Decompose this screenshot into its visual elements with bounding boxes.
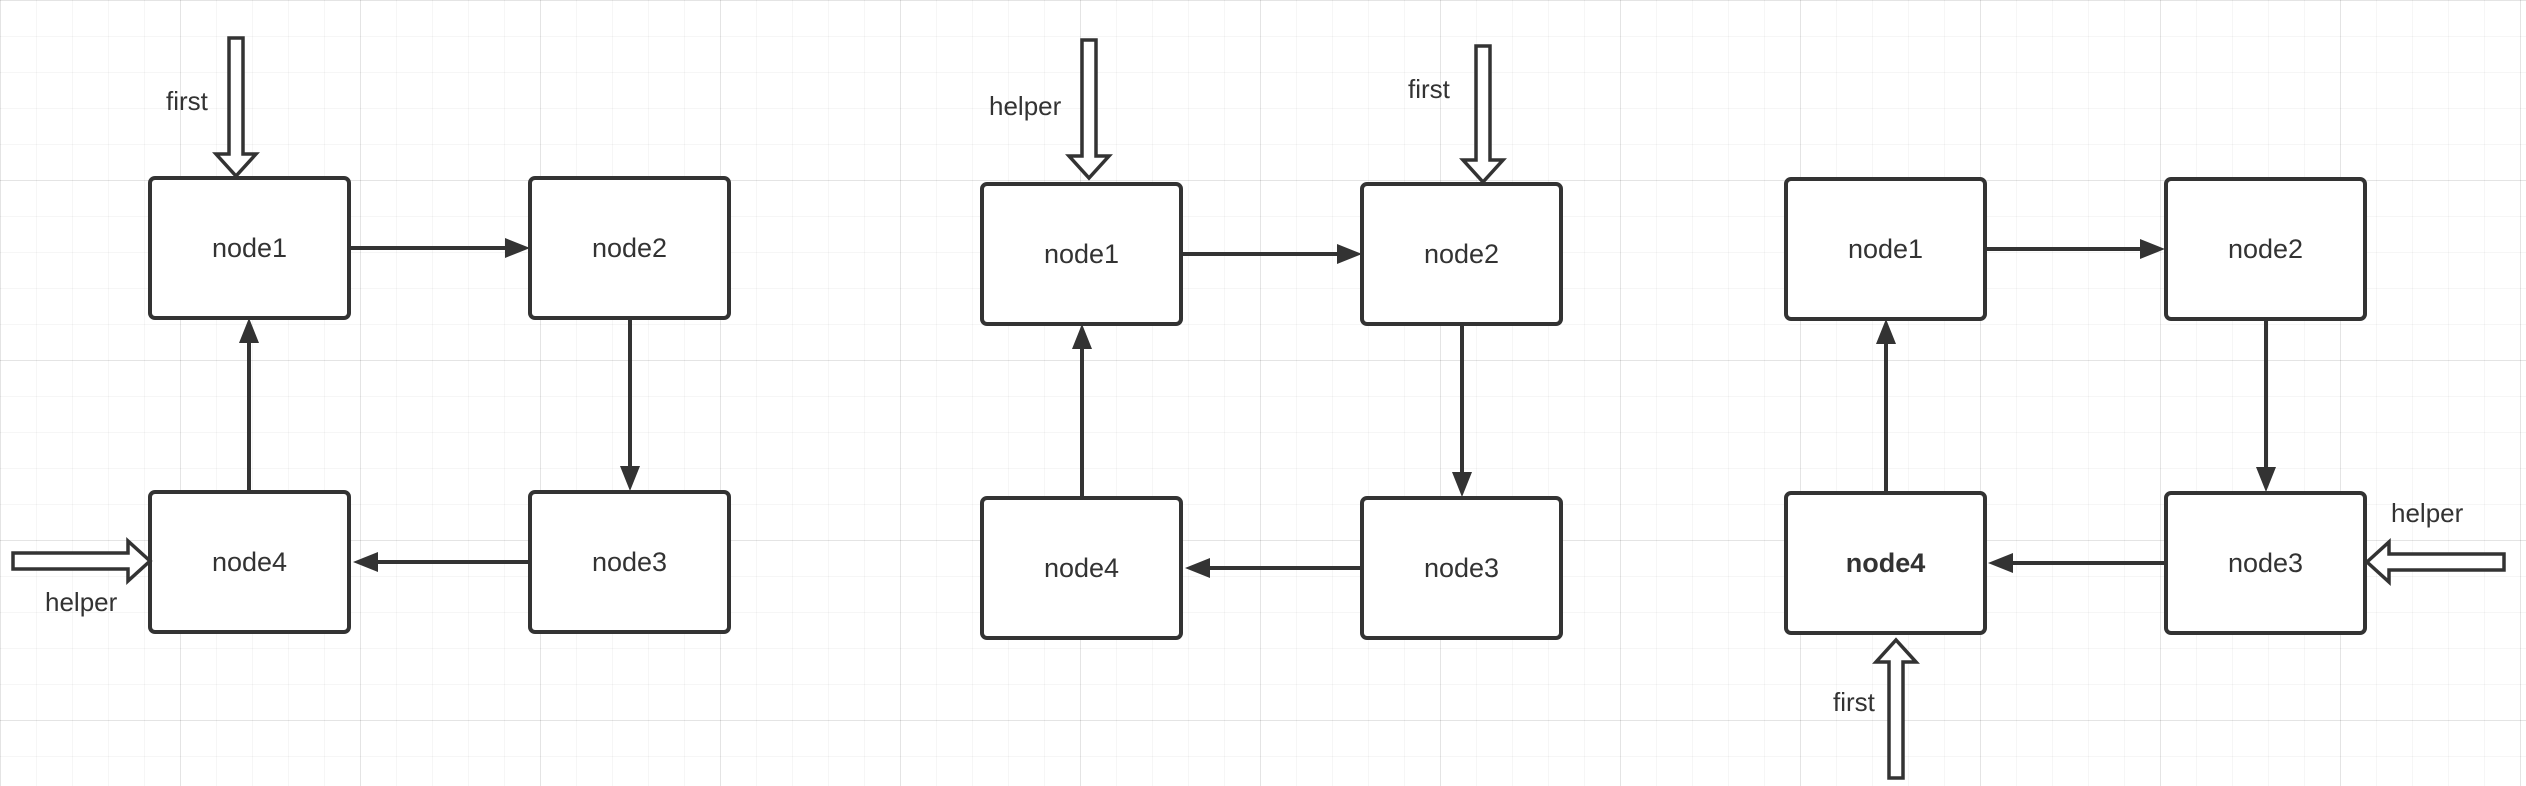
diagram-3: node1 node2 node3 node4 helper first <box>1784 177 2506 780</box>
first-pointer-label: first <box>1408 74 1451 104</box>
node-label: node1 <box>1044 239 1119 269</box>
node-label: node3 <box>592 547 667 577</box>
node-box: node3 <box>528 490 731 634</box>
arrowhead <box>1185 558 1210 578</box>
node-box: node3 <box>2164 491 2367 635</box>
arrowhead <box>2140 239 2165 259</box>
first-pointer-arrow <box>1872 637 1920 780</box>
arrowhead <box>1337 244 1362 264</box>
first-pointer-label: first <box>166 86 209 116</box>
node-label: node1 <box>1848 234 1923 264</box>
node-box: node4 <box>980 496 1183 640</box>
node-label: node1 <box>212 233 287 263</box>
node-label: node2 <box>1424 239 1499 269</box>
arrowhead <box>1072 324 1092 349</box>
node-box: node1 <box>1784 177 1987 321</box>
node-box: node2 <box>1360 182 1563 326</box>
helper-pointer-arrow <box>2364 538 2506 586</box>
first-pointer-arrow <box>212 36 260 179</box>
arrowhead <box>1988 553 2013 573</box>
arrowhead <box>2256 467 2276 492</box>
arrowhead <box>1452 472 1472 497</box>
first-pointer-arrow <box>1459 44 1507 185</box>
node-label: node4 <box>212 547 287 577</box>
node-label: node2 <box>592 233 667 263</box>
arrowhead <box>1876 319 1896 344</box>
node-box: node4 <box>148 490 351 634</box>
arrowhead <box>620 466 640 491</box>
arrowhead <box>505 238 530 258</box>
node-box: node2 <box>2164 177 2367 321</box>
diagram-1: node1 node2 node3 node4 first helper <box>11 36 731 634</box>
helper-pointer-label: helper <box>2391 498 2464 528</box>
node-label: node3 <box>2228 548 2303 578</box>
node-box: node1 <box>980 182 1183 326</box>
node-label: node4 <box>1044 553 1119 583</box>
helper-pointer-label: helper <box>989 91 1062 121</box>
node-box: node3 <box>1360 496 1563 640</box>
diagram-2: node1 node2 node3 node4 helper first <box>980 38 1563 640</box>
node-label: node2 <box>2228 234 2303 264</box>
arrowhead <box>353 552 378 572</box>
node-label-highlighted: node4 <box>1846 548 1926 578</box>
arrowhead <box>239 318 259 343</box>
node-box: node2 <box>528 176 731 320</box>
node-label: node3 <box>1424 553 1499 583</box>
helper-pointer-arrow <box>11 537 153 585</box>
node-box: node1 <box>148 176 351 320</box>
helper-pointer-arrow <box>1065 38 1113 181</box>
node-box: node4 <box>1784 491 1987 635</box>
first-pointer-label: first <box>1833 687 1876 717</box>
helper-pointer-label: helper <box>45 587 118 617</box>
